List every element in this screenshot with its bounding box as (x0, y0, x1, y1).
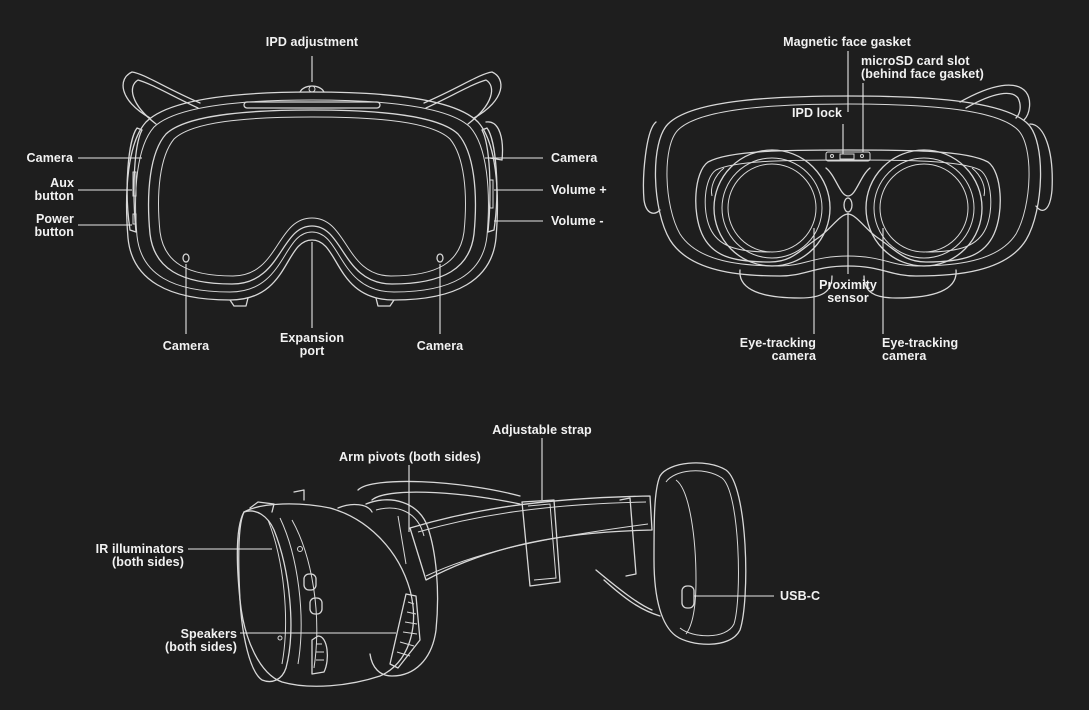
label-ipd-adjustment: IPD adjustment (265, 35, 359, 49)
label-ipd-lock: IPD lock (791, 106, 843, 120)
label-arm-pivots: Arm pivots (both sides) (339, 450, 481, 464)
label-camera-bottom-right: Camera (416, 339, 464, 353)
label-expansion-port: Expansion port (279, 331, 345, 358)
side-leaders (188, 438, 774, 634)
label-eye-tracking-right: Eye-tracking camera (882, 336, 959, 363)
label-camera-front-left: Camera (26, 151, 73, 165)
label-speakers: Speakers (both sides) (164, 627, 237, 654)
front-leaders (78, 56, 543, 334)
front-view-illustration (122, 71, 504, 307)
label-adjustable-strap: Adjustable strap (492, 423, 592, 437)
side-view-illustration (236, 462, 747, 687)
rear-leaders (813, 51, 884, 334)
label-aux-button: Aux button (34, 176, 74, 203)
label-magnetic-face-gasket: Magnetic face gasket (783, 35, 911, 49)
label-eye-tracking-left: Eye-tracking camera (739, 336, 816, 363)
label-microsd-slot: microSD card slot (behind face gasket) (861, 54, 984, 81)
label-usb-c: USB-C (780, 589, 821, 603)
label-volume-down: Volume - (551, 214, 604, 228)
label-power-button: Power button (34, 212, 74, 239)
label-ir-illuminators: IR illuminators (both sides) (95, 542, 184, 569)
label-camera-front-right: Camera (551, 151, 598, 165)
label-volume-up: Volume + (551, 183, 607, 197)
label-camera-bottom-left: Camera (162, 339, 210, 353)
label-proximity-sensor: Proximity sensor (819, 278, 877, 305)
